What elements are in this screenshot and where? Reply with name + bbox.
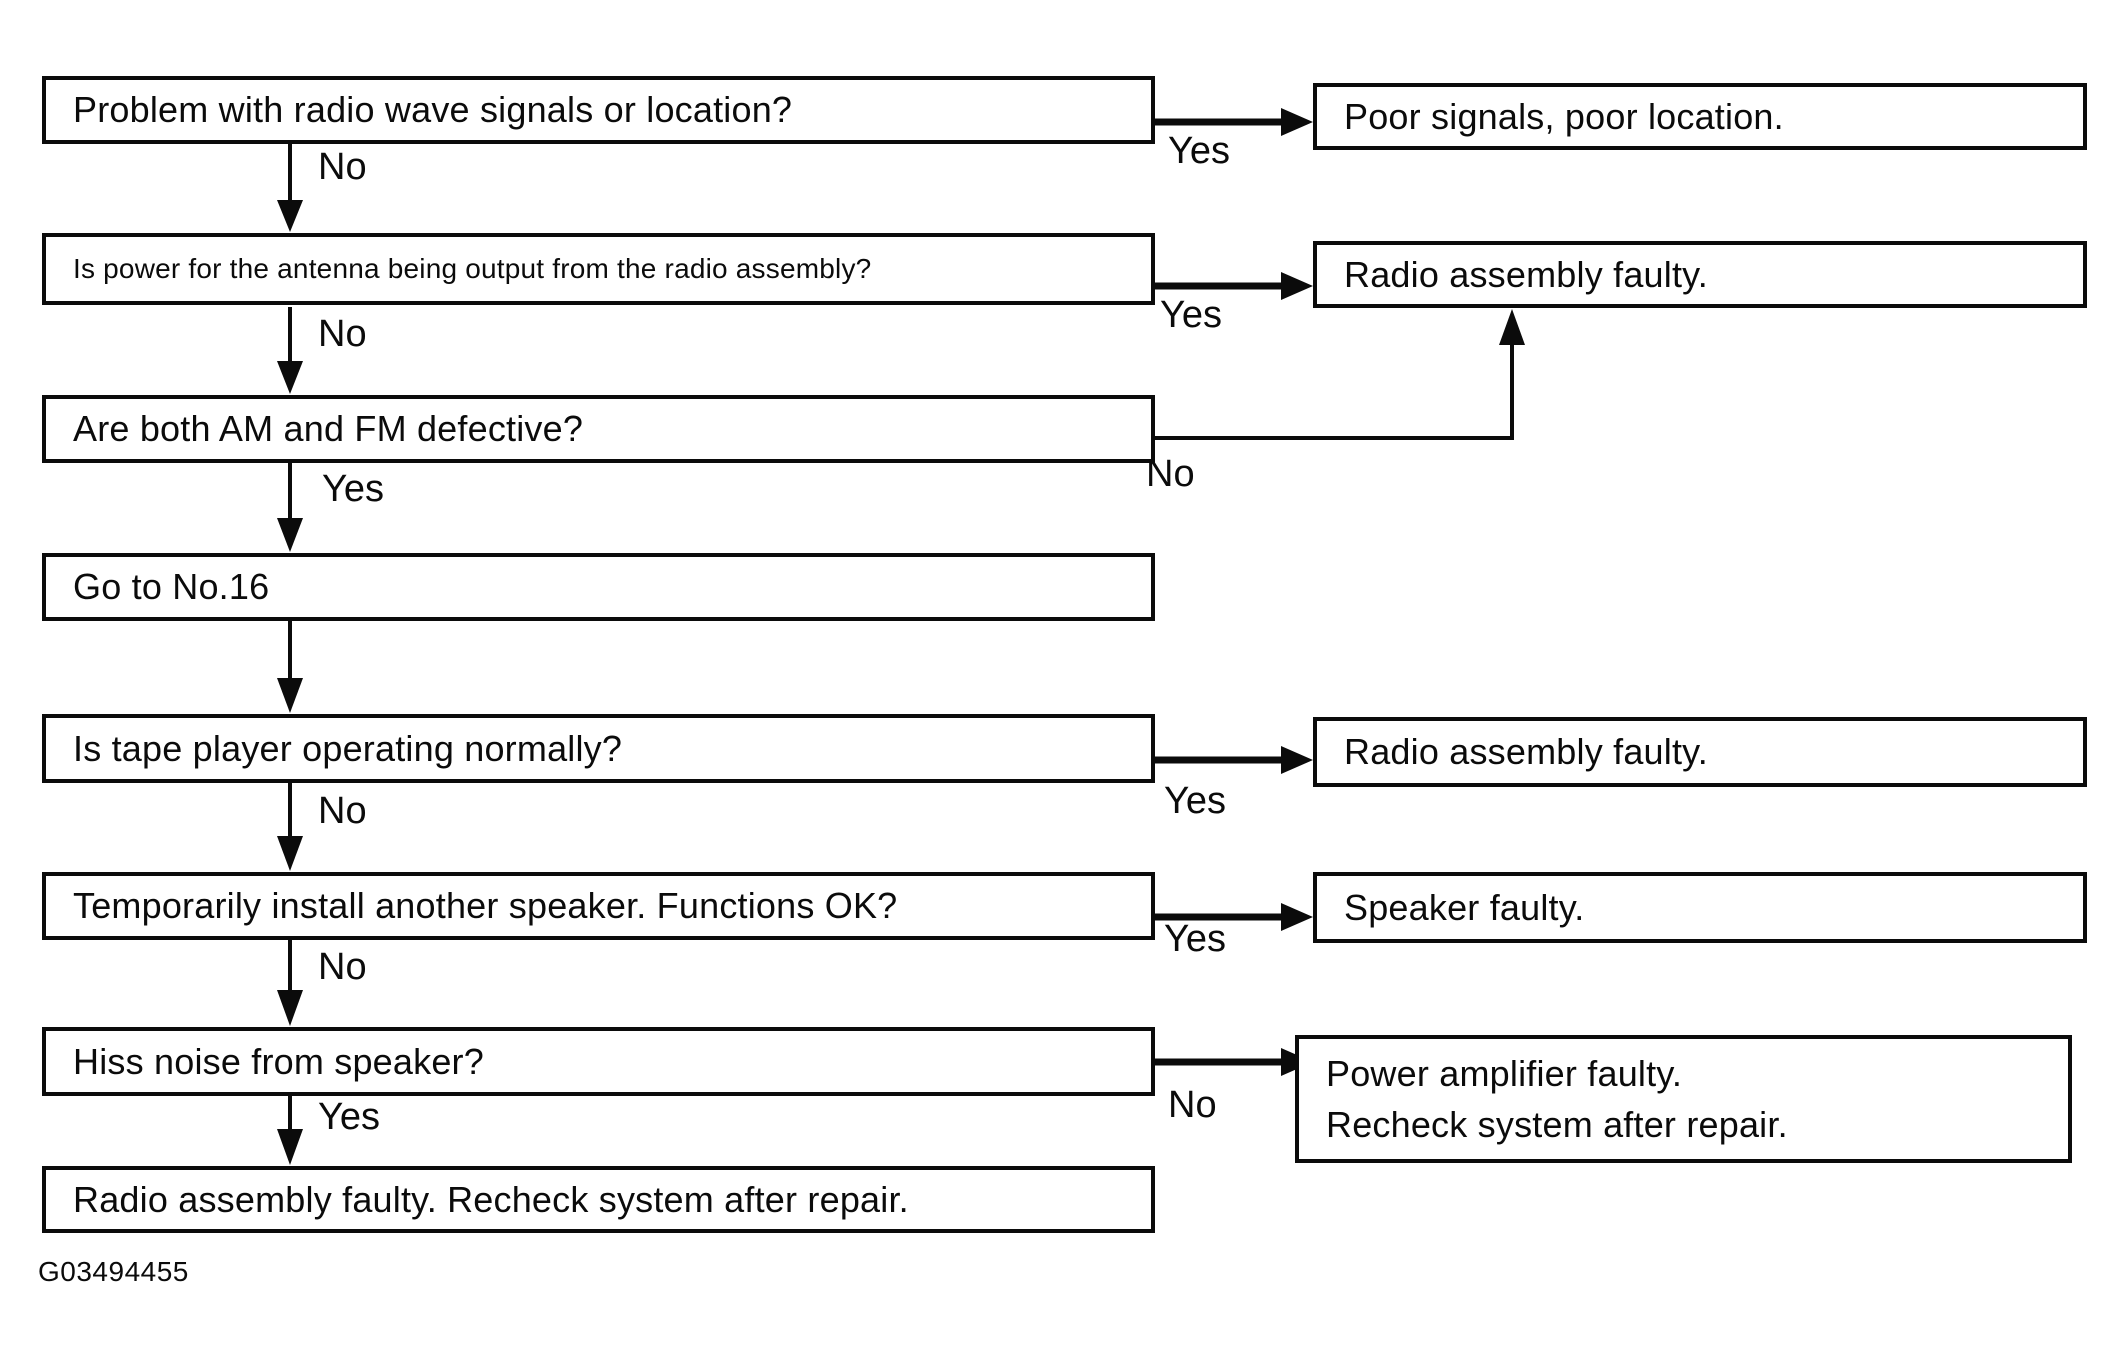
node-result-power-amplifier-faulty: Power amplifier faulty. Recheck system a… [1295,1035,2072,1163]
edge-label-no: No [1168,1084,1217,1126]
node-text: Speaker faulty. [1344,886,1585,928]
node-result-radio-assembly-faulty-1: Radio assembly faulty. [1313,241,2087,308]
edge-label-yes: Yes [1164,918,1226,960]
node-result-radio-assembly-faulty-2: Radio assembly faulty. [1313,717,2087,787]
node-text: Are both AM and FM defective? [73,408,584,449]
edge-label-yes: Yes [1160,294,1222,336]
edge-label-yes: Yes [1168,130,1230,172]
node-text: Radio assembly faulty. [1344,731,1708,772]
edge-label-yes: Yes [1164,780,1226,822]
node-result-poor-signals: Poor signals, poor location. [1313,83,2087,150]
node-text: Radio assembly faulty. Recheck system af… [73,1178,909,1220]
node-result-radio-faulty-recheck: Radio assembly faulty. Recheck system af… [42,1166,1155,1233]
node-text-line2: Recheck system after repair. [1326,1104,1788,1145]
node-text: Is power for the antenna being output fr… [73,253,872,284]
node-text: Temporarily install another speaker. Fun… [73,885,898,926]
node-question-radio-wave-signals: Problem with radio wave signals or locat… [42,76,1155,144]
edge-label-no: No [318,946,367,988]
edge-label-no: No [318,146,367,188]
right-arrowheads [1281,108,1313,1076]
node-text: Radio assembly faulty. [1344,253,1708,295]
down-arrowheads [277,200,303,1165]
figure-id-caption: G03494455 [38,1256,189,1287]
edge-label-yes: Yes [318,1096,380,1138]
node-text-line1: Power amplifier faulty. [1326,1052,1683,1094]
node-text: Problem with radio wave signals or locat… [73,89,793,130]
edge-label-no: No [1146,453,1195,495]
node-question-tape-player: Is tape player operating normally? [42,714,1155,783]
node-goto-no-16: Go to No.16 [42,553,1155,621]
edge-label-no: No [318,790,367,832]
node-text: Is tape player operating normally? [73,727,623,769]
node-text: Go to No.16 [73,566,270,607]
node-result-speaker-faulty: Speaker faulty. [1313,872,2087,943]
node-question-am-fm-defective: Are both AM and FM defective? [42,395,1155,463]
edge-label-yes: Yes [322,468,384,510]
node-question-install-another-speaker: Temporarily install another speaker. Fun… [42,872,1155,940]
node-question-hiss-noise: Hiss noise from speaker? [42,1027,1155,1096]
node-question-antenna-power-output: Is power for the antenna being output fr… [42,233,1155,305]
edge-label-no: No [318,313,367,355]
node-text: Poor signals, poor location. [1344,95,1784,137]
node-text: Hiss noise from speaker? [73,1040,484,1082]
